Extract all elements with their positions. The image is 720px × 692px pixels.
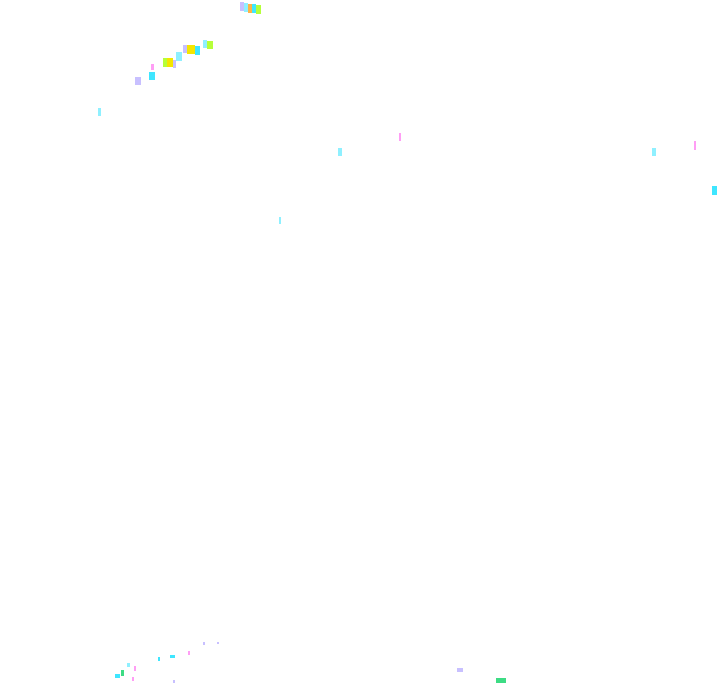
glitch-fragment <box>652 148 656 156</box>
glitch-fragment <box>207 41 213 49</box>
glitch-fragment <box>132 677 134 681</box>
glitch-fragment <box>252 4 256 13</box>
glitch-fragment <box>115 674 120 678</box>
glitch-fragment <box>248 4 252 13</box>
glitch-fragment <box>151 64 154 70</box>
glitch-fragment <box>338 148 342 156</box>
glitch-fragment <box>149 72 155 80</box>
glitch-fragment <box>176 52 182 61</box>
glitch-fragment <box>173 60 176 68</box>
glitch-fragment <box>244 3 248 12</box>
glitch-fragment <box>217 642 219 644</box>
glitch-fragment <box>203 40 207 48</box>
glitch-fragment <box>240 2 244 11</box>
glitch-fragment <box>188 651 190 655</box>
glitch-fragment <box>167 58 173 67</box>
glitch-fragment <box>98 108 101 116</box>
glitch-fragment <box>170 655 175 658</box>
glitch-fragment <box>127 663 130 667</box>
glitch-fragment <box>121 670 124 676</box>
glitch-fragment <box>173 680 175 683</box>
glitch-fragment <box>163 58 167 67</box>
glitch-fragment <box>457 668 463 672</box>
glitch-fragment <box>135 77 141 85</box>
glitch-fragment <box>712 186 717 195</box>
glitch-fragment <box>187 45 195 54</box>
glitch-fragment <box>195 46 200 55</box>
glitch-fragment <box>279 217 281 224</box>
glitch-fragment <box>158 657 160 661</box>
glitch-fragment <box>256 5 261 14</box>
glitch-fragment <box>496 678 506 683</box>
glitch-fragment <box>134 666 136 671</box>
glitch-fragment <box>203 642 205 645</box>
glitch-fragment <box>399 133 401 141</box>
glitch-fragment <box>183 45 187 53</box>
glitch-fragment <box>694 141 696 150</box>
